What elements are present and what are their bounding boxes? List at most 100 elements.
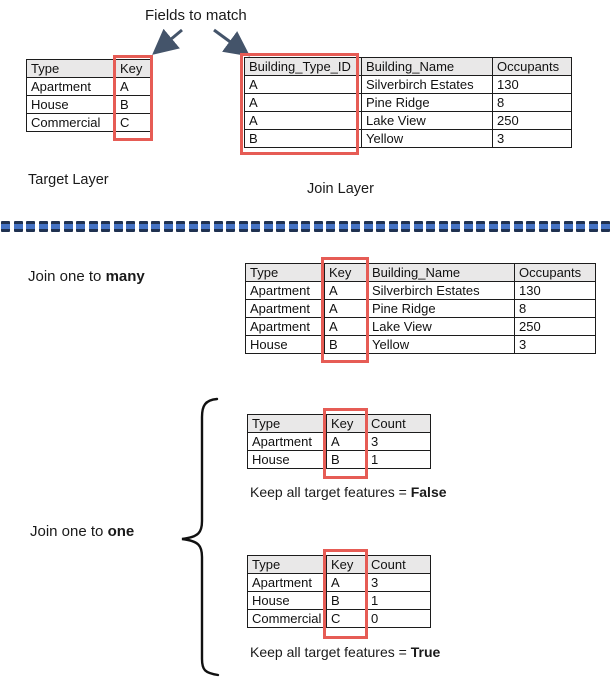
table-cell: 1 — [366, 450, 431, 469]
divider-dash — [126, 221, 135, 232]
table-cell: C — [115, 113, 152, 132]
column-header: Occupants — [492, 57, 572, 76]
table-cell: Yellow — [361, 129, 493, 148]
highlight-rect-one-to-one-false-key — [323, 408, 368, 479]
column-header: Type — [247, 555, 327, 574]
table-cell: 8 — [514, 299, 596, 318]
table-cell: Silverbirch Estates — [367, 281, 515, 300]
table-cell: 8 — [492, 93, 572, 112]
divider-dash — [588, 221, 598, 232]
divider-dash — [388, 221, 398, 232]
table-cell: Silverbirch Estates — [361, 75, 493, 94]
column-header: Building_Name — [367, 263, 515, 282]
highlight-rect-target-key — [113, 55, 153, 141]
divider-dash — [601, 221, 610, 232]
divider-dash — [201, 221, 210, 232]
column-header: Type — [26, 59, 116, 78]
join-one-to-one-bold: one — [107, 523, 135, 540]
table-cell: Apartment — [245, 317, 325, 336]
divider-dash — [538, 221, 548, 232]
join-one-to-one-label: Join one to one — [30, 523, 134, 540]
one-to-one-brace — [181, 397, 220, 677]
divider-dash — [326, 221, 335, 232]
join-one-to-many-label: Join one to many — [28, 268, 145, 285]
divider-dash — [176, 221, 185, 232]
section-divider — [1, 221, 613, 235]
table-cell: B — [326, 450, 367, 469]
table-cell: 250 — [492, 111, 572, 130]
divider-dash — [288, 221, 298, 232]
divider-dash — [576, 221, 585, 232]
table-cell: House — [247, 450, 327, 469]
divider-dash — [376, 221, 385, 232]
join-one-to-one-prefix: Join one to — [30, 523, 108, 540]
column-header: Type — [247, 414, 327, 433]
divider-dash — [26, 221, 35, 232]
divider-dash — [488, 221, 498, 232]
table-cell: Commercial — [26, 113, 116, 132]
keep-features-true-caption: Keep all target features = True — [250, 644, 440, 660]
table-cell: 3 — [492, 129, 572, 148]
divider-dash — [13, 221, 23, 232]
fields-to-match-label: Fields to match — [145, 7, 247, 24]
table-cell: Pine Ridge — [361, 93, 493, 112]
divider-dash — [163, 221, 173, 232]
divider-dash — [338, 221, 348, 232]
column-header: Type — [245, 263, 325, 282]
keep-features-false-caption: Keep all target features = False — [250, 484, 447, 500]
column-header: Key — [324, 263, 368, 282]
table-cell: Apartment — [247, 432, 327, 451]
table-cell: Yellow — [367, 335, 515, 354]
table-cell: Apartment — [245, 299, 325, 318]
column-header: Key — [326, 555, 367, 574]
divider-dash — [413, 221, 423, 232]
divider-dash — [451, 221, 460, 232]
divider-dash — [251, 221, 260, 232]
divider-dash — [113, 221, 123, 232]
divider-dash — [1, 221, 10, 232]
join-one-to-many-bold: many — [105, 268, 145, 285]
divider-dash — [551, 221, 560, 232]
keep-true-value: True — [410, 644, 441, 660]
table-cell: Apartment — [245, 281, 325, 300]
keep-false-value: False — [410, 484, 447, 500]
divider-dash — [151, 221, 160, 232]
table-cell: Lake View — [367, 317, 515, 336]
divider-dash — [51, 221, 60, 232]
highlight-rect-join-key — [240, 53, 359, 155]
table-cell: 0 — [366, 609, 431, 628]
column-header: Count — [366, 414, 431, 433]
divider-dash — [188, 221, 198, 232]
table-cell: 130 — [514, 281, 596, 300]
highlight-rect-one-to-many-key — [321, 257, 369, 363]
divider-dash — [351, 221, 360, 232]
table-cell: 3 — [366, 432, 431, 451]
table-cell: Pine Ridge — [367, 299, 515, 318]
target-layer-label: Target Layer — [28, 172, 109, 188]
divider-dash — [513, 221, 523, 232]
divider-dash — [438, 221, 448, 232]
divider-dash — [313, 221, 323, 232]
table-cell: House — [245, 335, 325, 354]
divider-dash — [76, 221, 85, 232]
column-header: Building_Type_ID — [244, 57, 362, 76]
divider-dash — [138, 221, 148, 232]
divider-dash — [363, 221, 373, 232]
match-arrow-right — [213, 28, 251, 57]
